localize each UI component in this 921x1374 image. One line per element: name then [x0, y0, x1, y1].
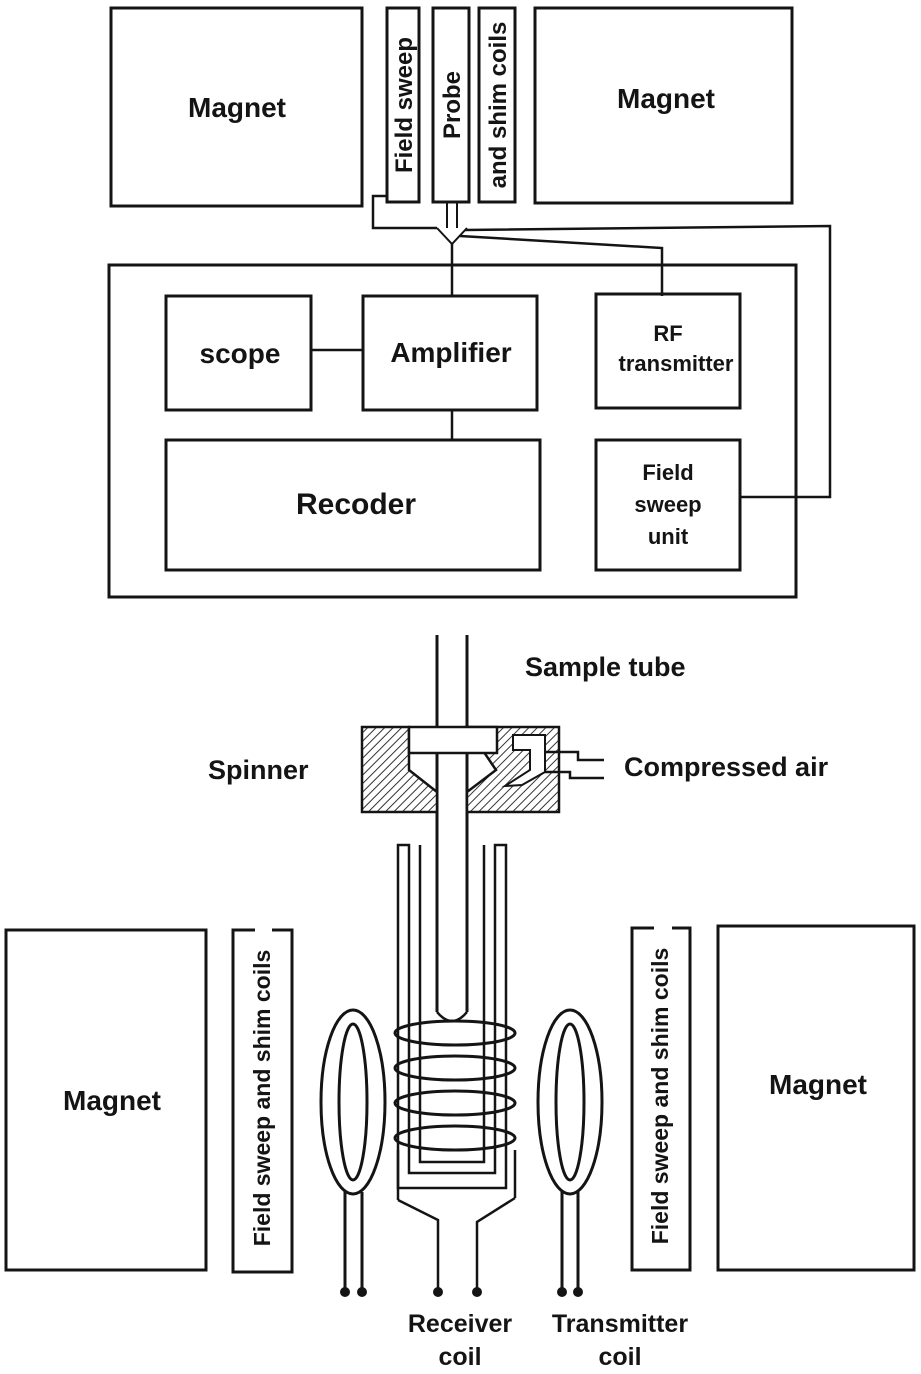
- console-box: [107, 263, 798, 599]
- probe-label: Probe: [439, 71, 466, 139]
- field-sweep-label: Field sweep: [391, 37, 418, 173]
- transmitter-coil-label-line2: coil: [598, 1343, 641, 1371]
- rf-label-line2: transmitter: [619, 351, 734, 376]
- magnet-bottom-right: [716, 924, 916, 1272]
- fsu-label-line2: sweep: [634, 492, 701, 517]
- coils-left-label: Field sweep and shim coils: [249, 950, 275, 1247]
- magnet-top-right: [533, 6, 794, 205]
- magnet-top-left-label: Magnet: [188, 92, 286, 123]
- amplifier-box: [361, 294, 539, 412]
- receiver-lead-left: [397, 1198, 440, 1292]
- scope-label: scope: [200, 338, 281, 369]
- receiver-coil-label-line2: coil: [438, 1343, 481, 1371]
- transmitter-coil-label-line1: Transmitter: [552, 1310, 688, 1338]
- field-sweep-wire: [371, 194, 437, 230]
- rf-wire: [459, 234, 664, 296]
- receiver-former: [396, 843, 508, 1190]
- probe-box: [431, 6, 471, 204]
- recorder-box: [164, 438, 542, 572]
- compressed-air-label: Compressed air: [624, 752, 829, 782]
- transmitter-coil-left: [319, 1008, 387, 1292]
- lead-terminals: [340, 1287, 583, 1297]
- amplifier-label: Amplifier: [390, 337, 511, 368]
- magnet-top-left: [109, 6, 364, 208]
- coil-housing-right: [630, 926, 692, 1272]
- shim-coils-label: and shim coils: [485, 22, 512, 189]
- receiver-coil-label-line1: Receiver: [408, 1310, 513, 1338]
- recorder-label: Recoder: [296, 488, 416, 521]
- magnet-bottom-left-label: Magnet: [63, 1085, 161, 1116]
- fsu-label-line1: Field: [642, 460, 693, 485]
- magnet-top-right-label: Magnet: [617, 83, 715, 114]
- rf-label-line1: RF: [653, 321, 682, 346]
- sample-tube-label: Sample tube: [525, 652, 686, 682]
- transmitter-coil-right: [536, 1008, 604, 1292]
- receiver-lead-right: [475, 1196, 516, 1292]
- air-inlet: [545, 750, 604, 780]
- receiver-coil: [393, 1019, 517, 1152]
- fsu-label-line3: unit: [648, 524, 689, 549]
- magnet-bottom-left: [4, 928, 208, 1272]
- magnet-bottom-right-label: Magnet: [769, 1069, 867, 1100]
- field-sweep-coil-box: [385, 6, 421, 204]
- coil-housing-left: [231, 928, 294, 1274]
- spinner-label: Spinner: [208, 755, 309, 785]
- shim-coils-box: [477, 6, 517, 204]
- scope-box: [164, 294, 313, 412]
- coils-right-label: Field sweep and shim coils: [647, 948, 673, 1245]
- field-sweep-unit-wire: [464, 224, 832, 499]
- field-sweep-unit-box: [594, 438, 742, 572]
- rf-transmitter-box: [594, 292, 742, 410]
